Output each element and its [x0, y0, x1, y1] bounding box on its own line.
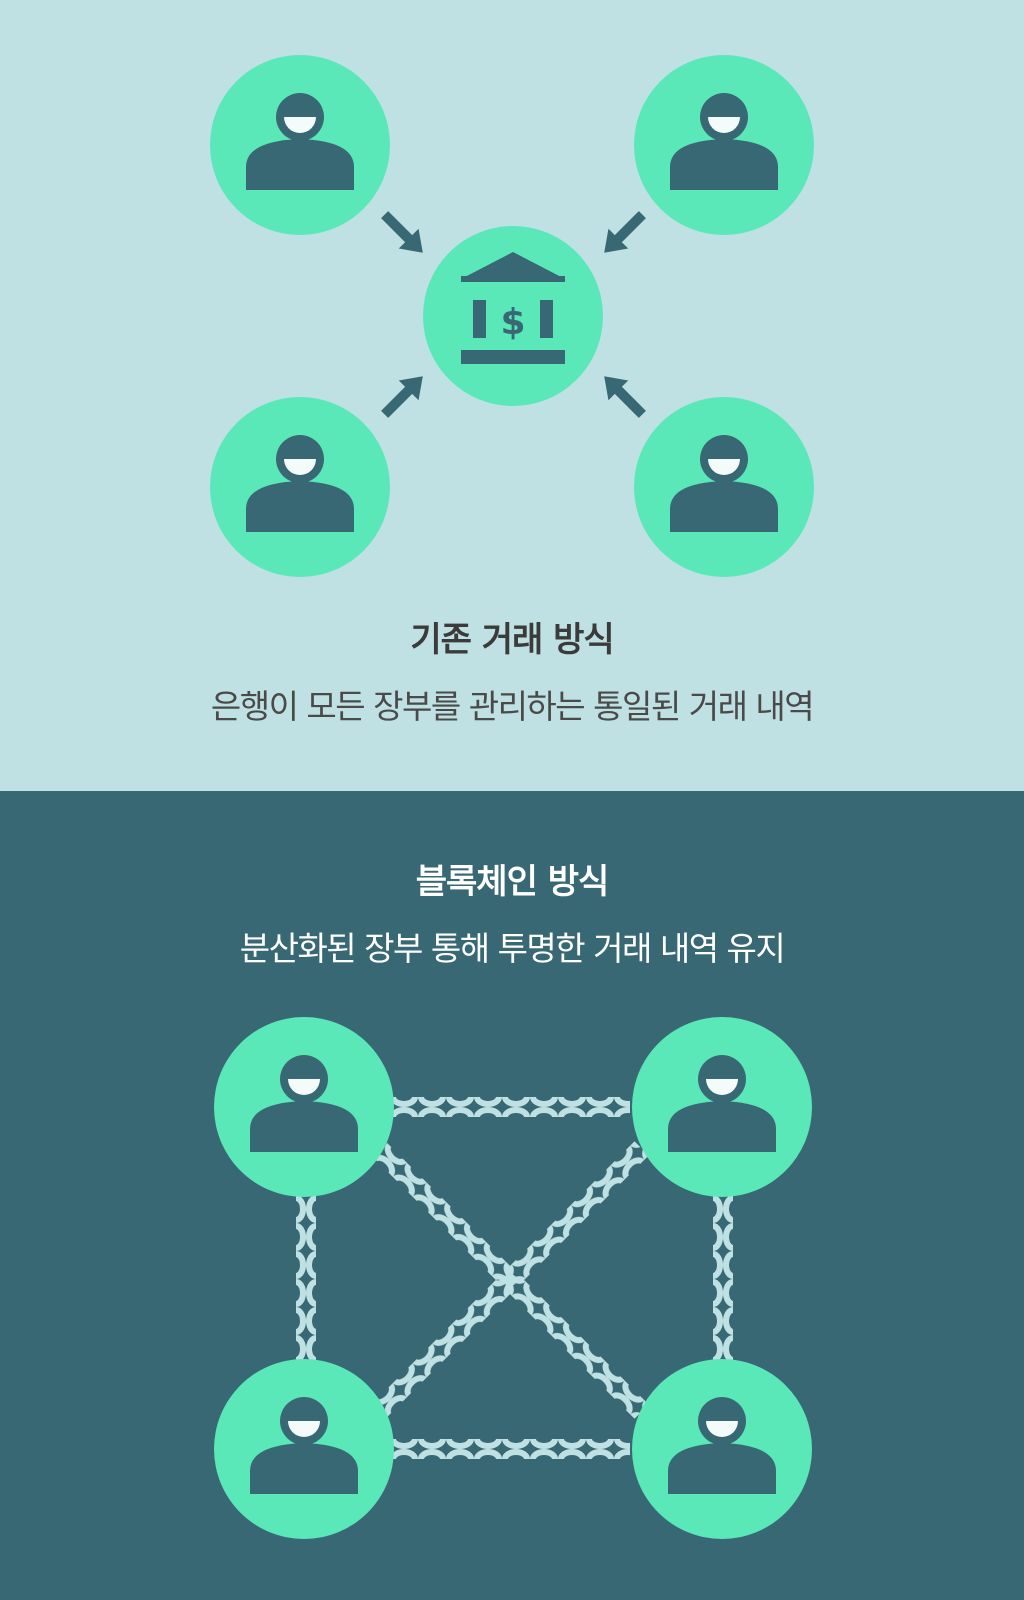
blockchain-title: 블록체인 방식 [415, 862, 610, 902]
arrow-top-left [374, 204, 433, 263]
user-node-top-right [632, 1017, 812, 1197]
user-node-bottom-right [634, 397, 814, 577]
chain-diagonal-up [372, 1141, 649, 1418]
chain-left [296, 1195, 316, 1365]
arrow-bottom-right [594, 366, 653, 425]
user-node-bottom-left [210, 397, 390, 577]
chain-top [390, 1097, 630, 1117]
traditional-description: 은행이 모든 장부를 관리하는 통일된 거래 내역 [210, 687, 815, 726]
bank-node: $ [423, 226, 603, 406]
user-node-top-right [634, 55, 814, 235]
chain-right [713, 1195, 733, 1365]
user-node-bottom-left [214, 1359, 394, 1539]
user-node-top-left [214, 1017, 394, 1197]
arrow-bottom-left [374, 366, 433, 425]
blockchain-section: 블록체인 방식 분산화된 장부 통해 투명한 거래 내역 유지 [0, 791, 1024, 1600]
centralized-diagram: $ [210, 55, 814, 577]
arrow-top-right [594, 204, 653, 263]
svg-text:$: $ [500, 302, 525, 343]
traditional-title: 기존 거래 방식 [410, 620, 614, 660]
user-node-bottom-right [632, 1359, 812, 1539]
user-node-top-left [210, 55, 390, 235]
decentralized-diagram [214, 1017, 812, 1539]
bank-icon: $ [461, 252, 565, 364]
chain-bottom [390, 1439, 630, 1459]
blockchain-description: 분산화된 장부 통해 투명한 거래 내역 유지 [239, 929, 786, 968]
traditional-section: $ 기존 거래 방식 은행이 모든 장부를 관리하는 통일된 거래 내역 [0, 0, 1024, 791]
